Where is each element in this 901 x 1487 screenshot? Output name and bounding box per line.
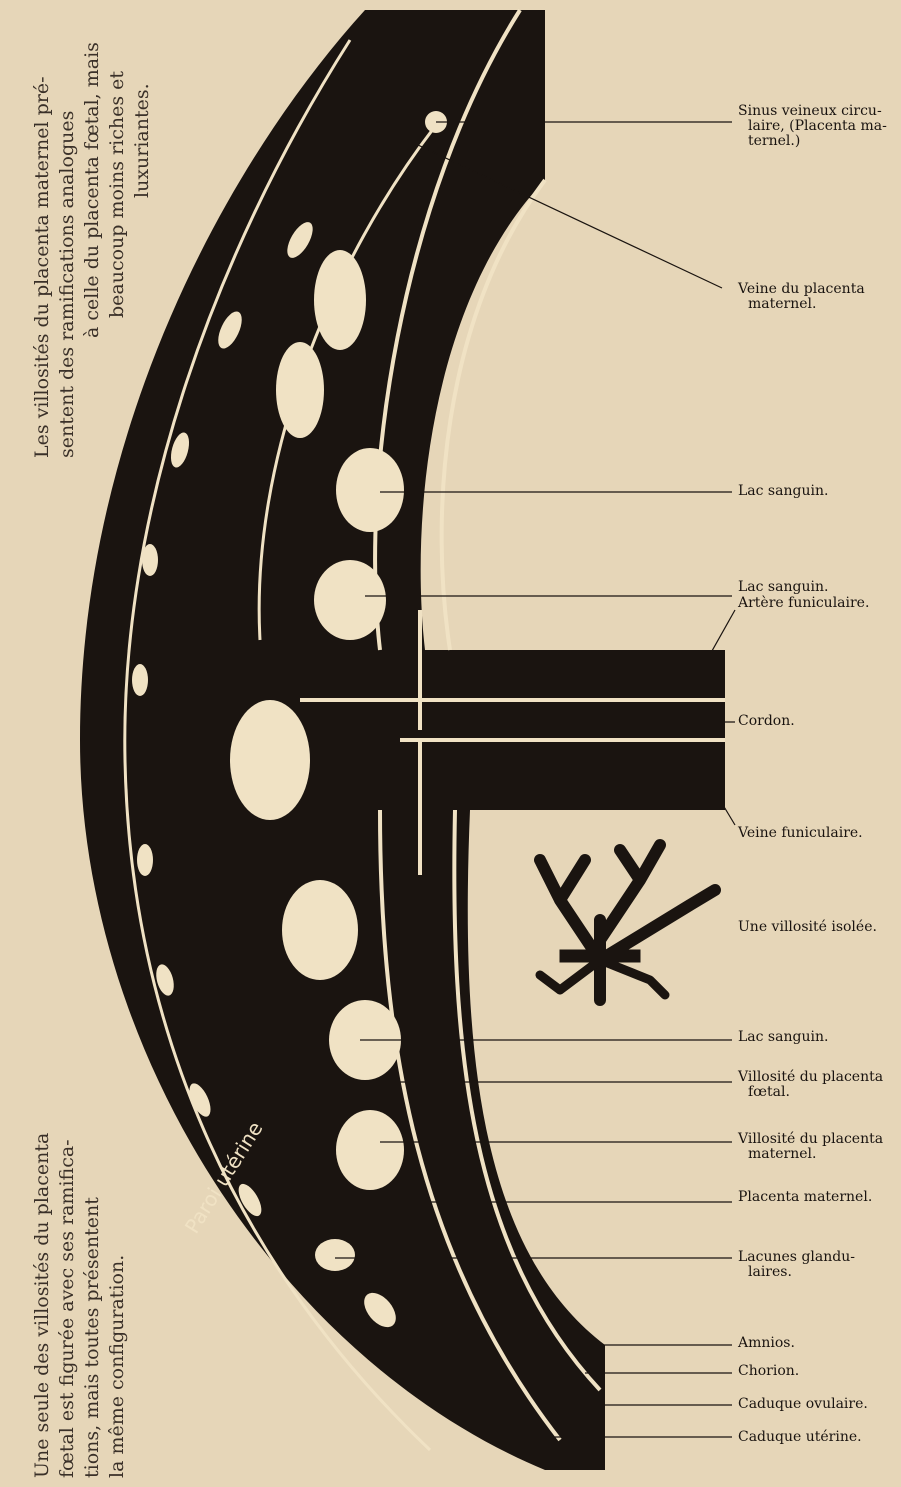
label-glandular-lacunae: Lacunes glandu-laires. [738,1250,898,1280]
label-maternal-placenta: Placenta maternel. [738,1190,898,1205]
label-funicular-artery: Artère funiculaire. [738,596,898,611]
label-funicular-vein: Veine funiculaire. [738,826,898,841]
label-cord: Cordon. [738,714,898,729]
label-circular-venous-sinus: Sinus veineux circu-laire, (Placenta ma-… [738,104,898,149]
bottom-note: Une seule des villosités du placenta fœt… [30,1133,130,1478]
isolated-villosity [540,845,715,1000]
label-blood-lake-1: Lac sanguin. [738,484,898,499]
label-blood-lake-2: Lac sanguin. [738,580,898,595]
top-note: Les villosités du placenta maternel pré-… [30,42,155,458]
label-caduque-ovulaire: Caduque ovulaire. [738,1397,898,1412]
label-isolated-villosity: Une villosité isolée. [738,920,898,935]
label-caduque-uterine: Caduque utérine. [738,1430,898,1445]
label-amnios: Amnios. [738,1336,898,1351]
label-chorion: Chorion. [738,1364,898,1379]
label-blood-lake-3: Lac sanguin. [738,1030,898,1045]
